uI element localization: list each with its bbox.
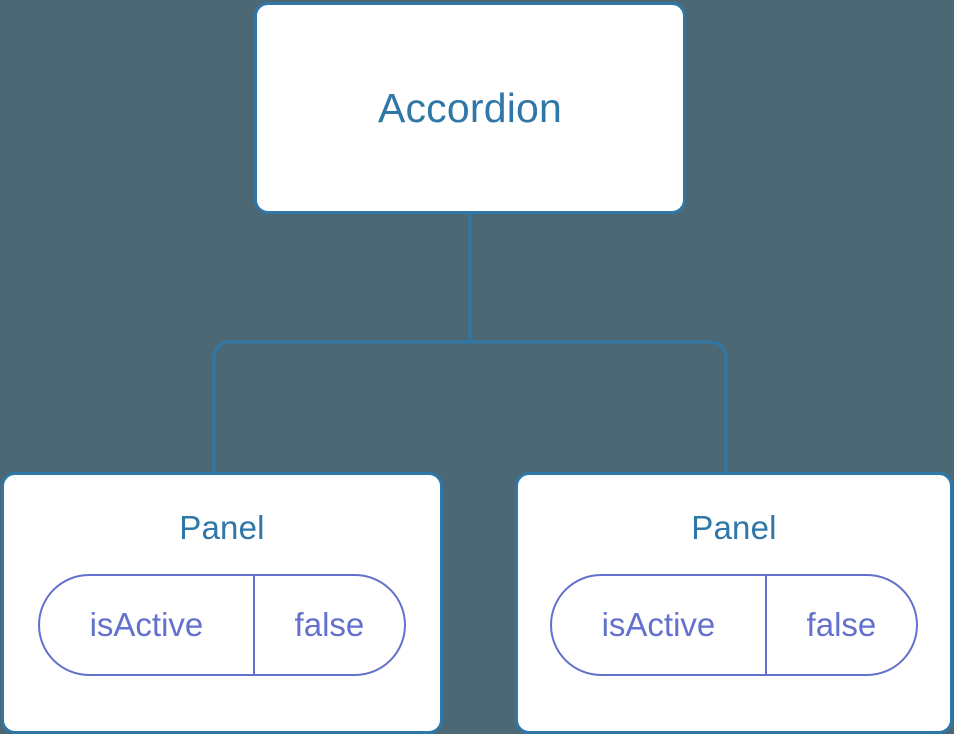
state-key-right: isActive	[552, 576, 767, 674]
state-value-right: false	[806, 606, 877, 643]
state-key-left: isActive	[40, 576, 255, 674]
node-panel-right-label: Panel	[691, 509, 777, 546]
node-panel-left[interactable]: Panel isActive false	[1, 472, 443, 734]
node-panel-right[interactable]: Panel isActive false	[515, 472, 953, 734]
state-pill-right[interactable]: isActive false	[550, 574, 918, 676]
state-pill-left[interactable]: isActive false	[38, 574, 406, 676]
node-accordion[interactable]: Accordion	[254, 2, 686, 214]
node-accordion-label: Accordion	[377, 84, 563, 131]
node-panel-left-label: Panel	[179, 509, 265, 546]
edge-to-panel-right	[470, 340, 728, 474]
edge-to-panel-left	[212, 340, 470, 474]
state-value-left: false	[294, 606, 365, 643]
